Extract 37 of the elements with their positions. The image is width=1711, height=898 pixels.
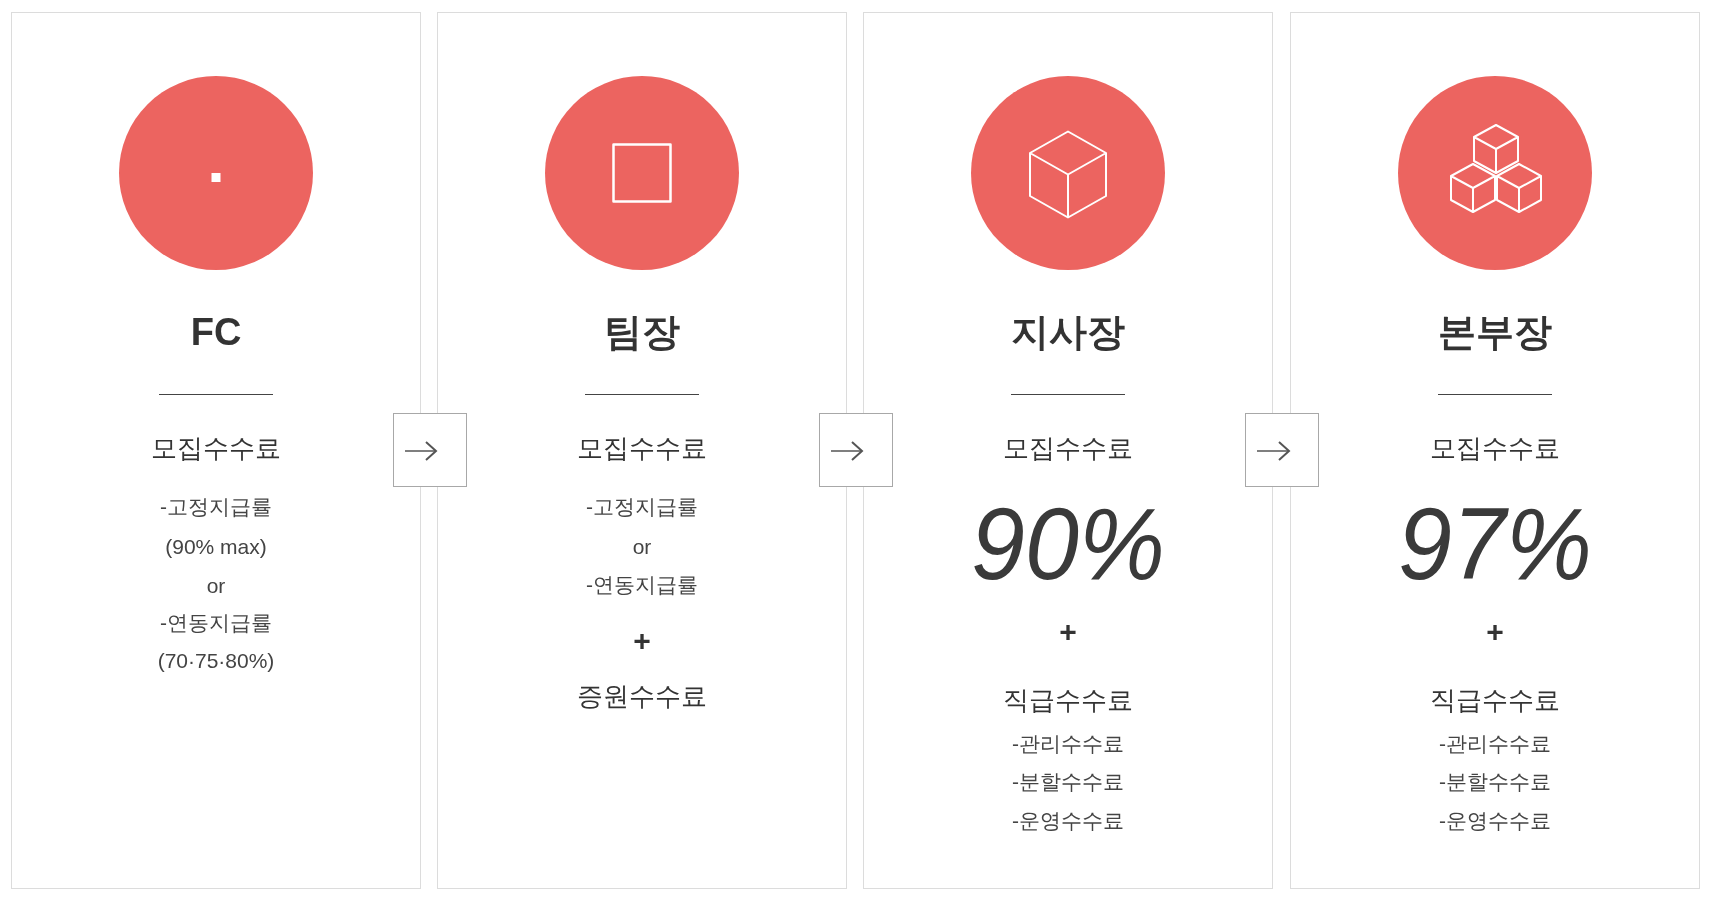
fee-detail: -연동지급률 xyxy=(586,572,698,598)
fee-detail: -분할수수료 xyxy=(1439,769,1551,795)
fee-detail: -고정지급률 xyxy=(586,494,698,520)
fee-heading: 모집수수료 xyxy=(151,432,281,465)
card xyxy=(437,12,847,889)
fee-detail: -운영수수료 xyxy=(1439,808,1551,834)
arrow xyxy=(1256,441,1290,461)
card-title: 본부장 xyxy=(1438,310,1552,355)
fee-detail: or xyxy=(206,573,226,599)
arrow xyxy=(830,441,863,461)
fee-heading: 모집수수료 xyxy=(1003,432,1133,465)
card xyxy=(863,12,1273,889)
fee-detail: -관리수수료 xyxy=(1012,731,1124,757)
fee-detail: -연동지급률 xyxy=(160,610,272,636)
fee-detail: -분할수수료 xyxy=(1012,769,1124,795)
fee-heading: 직급수수료 xyxy=(1430,684,1560,717)
fee-detail: (70·75·80%) xyxy=(157,648,275,674)
card-title: FC xyxy=(190,310,242,355)
percentage: 97% xyxy=(1398,492,1592,596)
card-title: 지사장 xyxy=(1011,310,1125,355)
arrow xyxy=(404,441,437,461)
fee-detail: -운영수수료 xyxy=(1012,808,1124,834)
plus-sign: + xyxy=(633,625,651,657)
fee-heading: 모집수수료 xyxy=(1430,432,1560,465)
fee-detail: (90% max) xyxy=(165,534,267,560)
fee-detail: -고정지급률 xyxy=(160,494,272,520)
fee-heading: 모집수수료 xyxy=(577,432,707,465)
card xyxy=(11,12,421,889)
plus-sign: + xyxy=(1486,616,1504,648)
fee-detail: or xyxy=(632,534,652,560)
card xyxy=(1290,12,1700,889)
percentage: 90% xyxy=(971,492,1165,596)
fee-detail: -관리수수료 xyxy=(1439,731,1551,757)
card-title: 팀장 xyxy=(604,310,680,355)
fee-heading: 직급수수료 xyxy=(1003,684,1133,717)
fee-heading: 증원수수료 xyxy=(577,680,707,713)
plus-sign: + xyxy=(1059,616,1077,648)
